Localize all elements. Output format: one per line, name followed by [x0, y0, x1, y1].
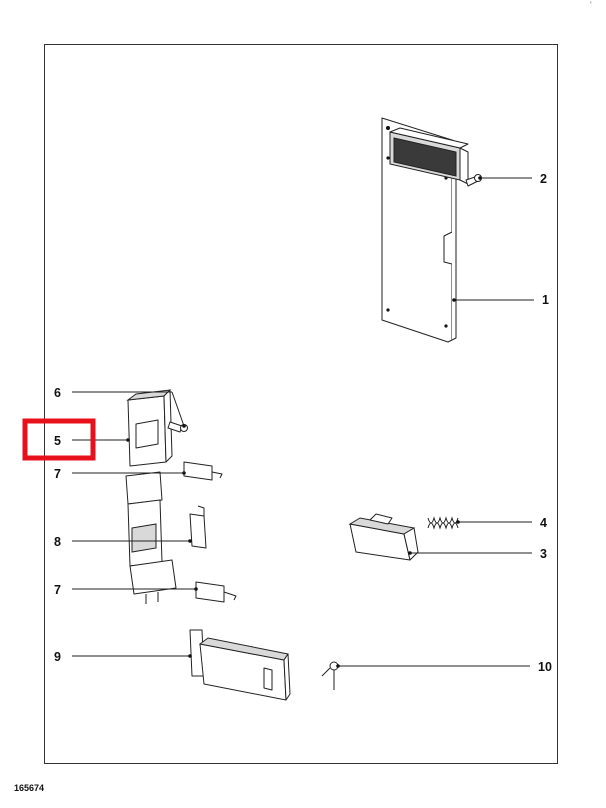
document-number: 165674 [14, 783, 45, 793]
callout-7-lower: 7 [54, 583, 61, 597]
callout-6: 6 [54, 386, 61, 400]
callout-8: 8 [54, 535, 61, 549]
part-5-latch-assembly [125, 389, 177, 604]
callout-5: 5 [54, 434, 61, 448]
callout-1: 1 [542, 293, 549, 307]
corner-mark: ' [590, 0, 592, 10]
part-3-push-button [348, 513, 419, 561]
part-7-microswitch-upper [183, 461, 223, 481]
callout-9: 9 [54, 650, 61, 664]
callout-10: 10 [538, 660, 552, 674]
part-9-latch-holder [189, 629, 291, 701]
callout-7-upper: 7 [54, 467, 61, 481]
diagram-frame [44, 44, 558, 764]
highlight-box-callout-5 [22, 418, 96, 461]
part-10-clip [321, 661, 339, 690]
part-7-microswitch-lower [195, 581, 237, 603]
leader-lines [72, 176, 534, 668]
part-8-microswitch-vertical [189, 505, 207, 549]
callout-4: 4 [540, 516, 547, 530]
callout-3: 3 [540, 547, 547, 561]
part-4-spring [427, 516, 459, 530]
callout-2: 2 [540, 172, 547, 186]
part-1-display-module [389, 127, 469, 185]
